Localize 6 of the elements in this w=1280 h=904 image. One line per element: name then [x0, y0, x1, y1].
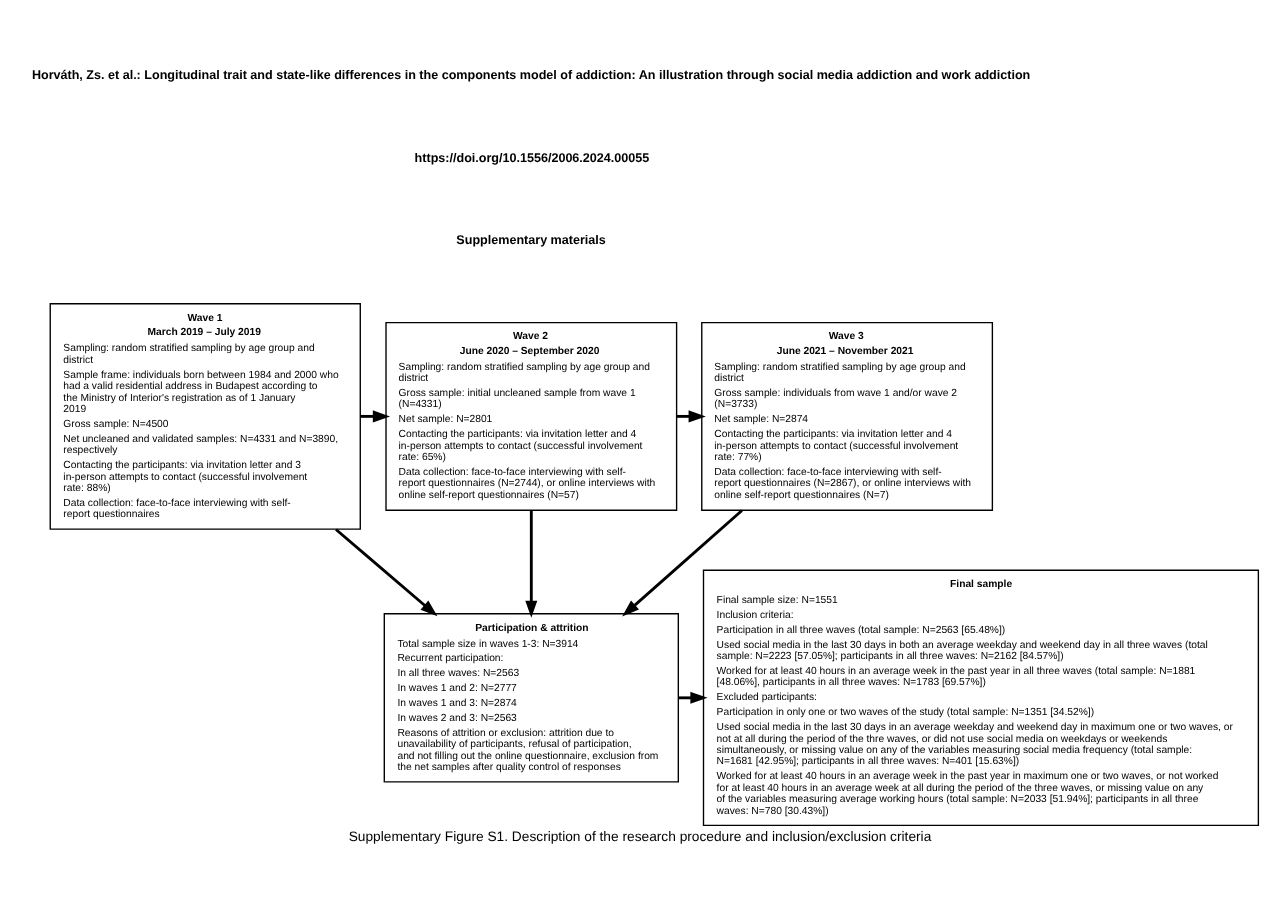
arrow	[622, 508, 743, 616]
arrow	[360, 409, 391, 422]
arrow	[335, 527, 438, 616]
arrow	[525, 509, 538, 617]
arrow	[678, 690, 708, 703]
arrow	[676, 409, 706, 422]
